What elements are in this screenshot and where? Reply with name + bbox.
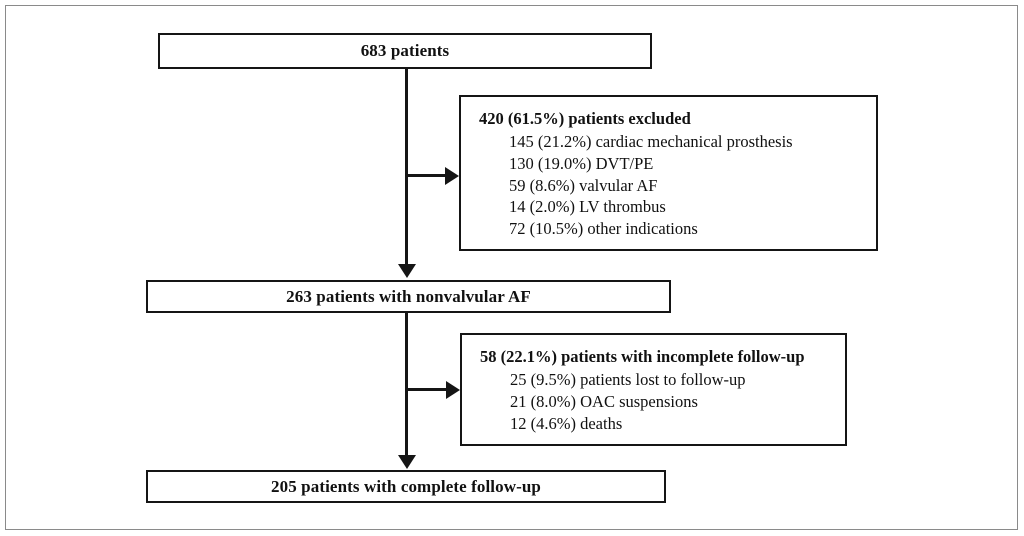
arrow-into-incomplete: [446, 380, 460, 399]
list-item: 25 (9.5%) patients lost to follow-up: [510, 370, 746, 389]
list-item: 145 (21.2%) cardiac mechanical prosthesi…: [509, 132, 793, 151]
node-complete-followup: 205 patients with complete follow-up: [146, 470, 666, 503]
figure-frame: [5, 5, 1018, 530]
node-incomplete-reason-list: 25 (9.5%) patients lost to follow-up 21 …: [462, 369, 845, 434]
list-item: 72 (10.5%) other indications: [509, 219, 698, 239]
connector-branch-incomplete: [405, 388, 452, 391]
node-incomplete-header: 58 (22.1%) patients with incomplete foll…: [480, 347, 805, 366]
node-excluded-header: 420 (61.5%) patients excluded: [479, 109, 691, 128]
list-item: 130 (19.0%) DVT/PE: [509, 153, 654, 173]
node-nonvalvular-af: 263 patients with nonvalvular AF: [146, 280, 671, 313]
list-item: 59 (8.6%) valvular AF: [509, 175, 658, 195]
list-item: 12 (4.6%) deaths: [510, 413, 623, 433]
node-incomplete-followup: 58 (22.1%) patients with incomplete foll…: [460, 333, 847, 446]
arrow-into-nonvalvular: [397, 264, 416, 278]
node-excluded-reason-list: 145 (21.2%) cardiac mechanical prosthesi…: [461, 131, 876, 240]
list-item: 14 (2.0%) LV thrombus: [509, 197, 666, 217]
node-excluded-patients: 420 (61.5%) patients excluded 145 (21.2%…: [459, 95, 878, 251]
connector-vertical-top: [405, 68, 408, 265]
node-complete-followup-label: 205 patients with complete follow-up: [271, 476, 541, 496]
connector-vertical-bottom: [405, 312, 408, 456]
arrow-into-complete: [397, 455, 416, 469]
list-item: 21 (8.0%) OAC suspensions: [510, 391, 698, 411]
node-total-patients: 683 patients: [158, 33, 652, 69]
node-total-patients-label: 683 patients: [360, 41, 450, 60]
node-nonvalvular-af-label: 263 patients with nonvalvular AF: [286, 286, 531, 306]
arrow-into-excluded: [445, 166, 459, 185]
connector-branch-excluded: [405, 174, 451, 177]
